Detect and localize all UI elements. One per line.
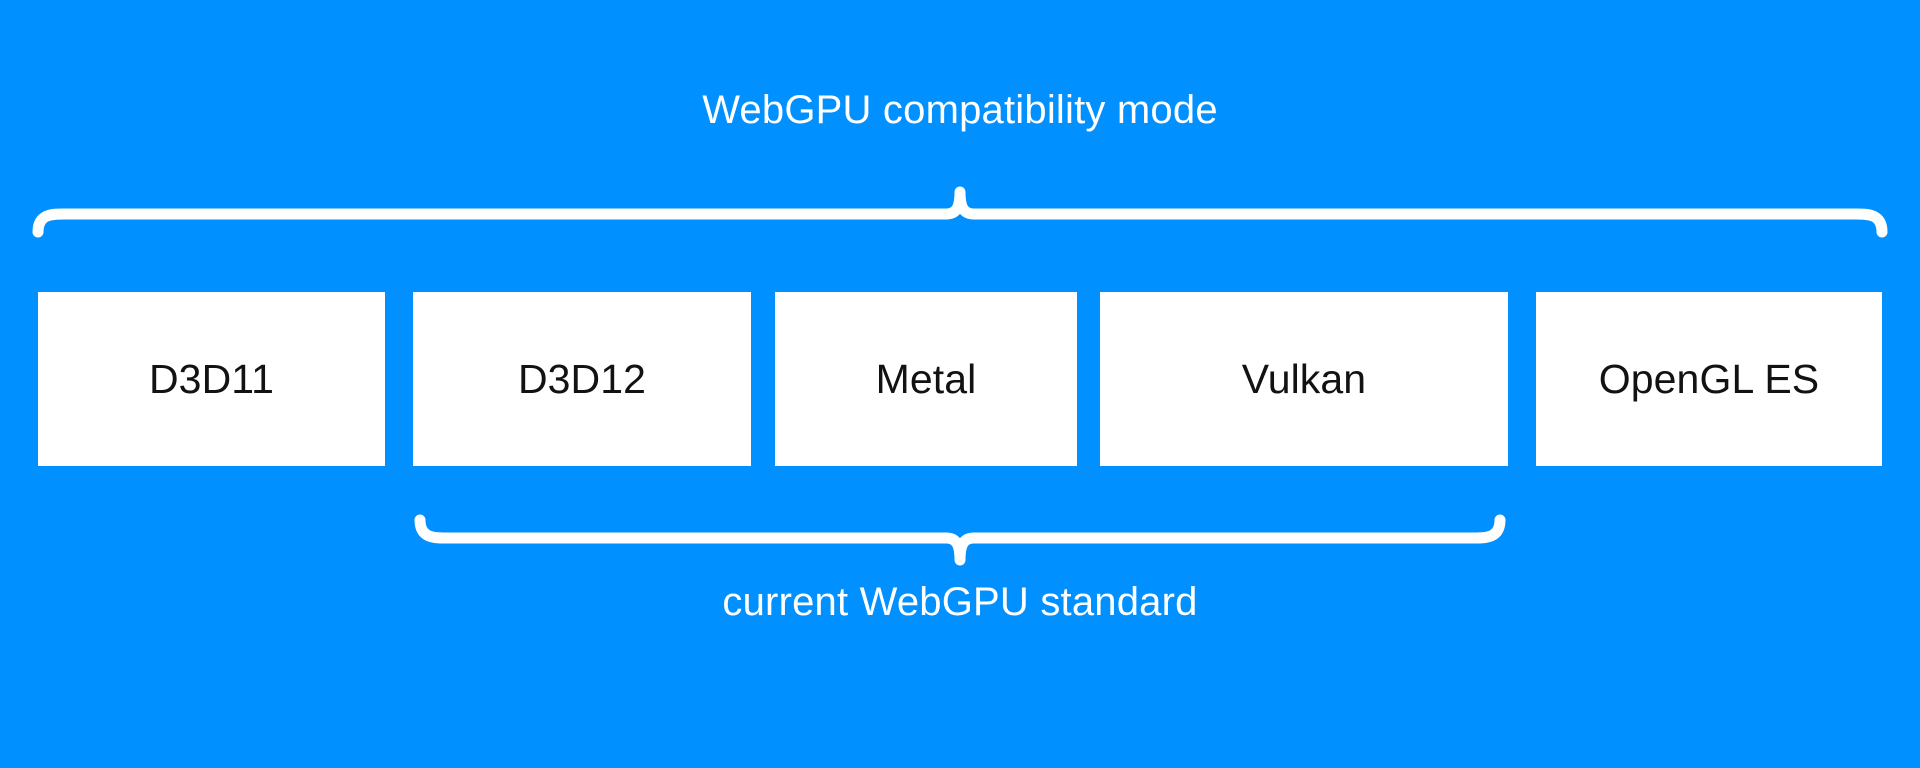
api-box-d3d11[interactable]: D3D11 <box>38 292 385 466</box>
bottom-curly-brace <box>412 512 1508 572</box>
api-box-label: Metal <box>875 356 977 402</box>
api-box-label: D3D12 <box>517 356 647 402</box>
api-box-opengl-es[interactable]: OpenGL ES <box>1536 292 1882 466</box>
api-box-label: OpenGL ES <box>1598 356 1820 402</box>
api-box-d3d12[interactable]: D3D12 <box>413 292 751 466</box>
api-box-row: D3D11 D3D12 Metal Vulkan OpenGL ES <box>0 292 1920 466</box>
top-curly-brace <box>30 180 1890 240</box>
api-box-vulkan[interactable]: Vulkan <box>1100 292 1508 466</box>
api-box-metal[interactable]: Metal <box>775 292 1077 466</box>
top-bracket-label: WebGPU compatibility mode <box>702 88 1218 132</box>
api-box-label: Vulkan <box>1241 356 1367 402</box>
bottom-bracket-label: current WebGPU standard <box>722 580 1198 624</box>
api-box-label: D3D11 <box>148 356 275 402</box>
